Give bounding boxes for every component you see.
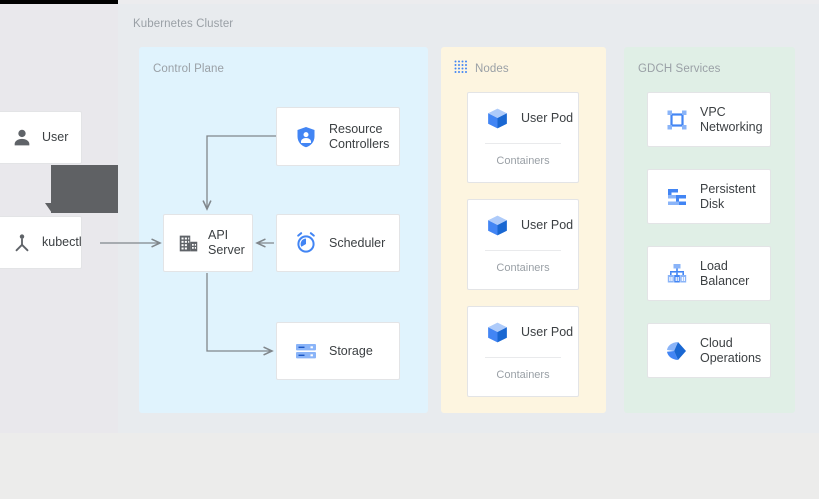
node-user-pod-1-label: User Pod [521, 111, 574, 125]
node-api-server-label: API Server [208, 228, 245, 257]
node-user-label: User [42, 130, 69, 144]
panel-gdch-services-label: GDCH Services [638, 63, 721, 75]
divider [485, 250, 561, 251]
cube-icon [485, 106, 510, 131]
node-user-pod-3[interactable]: User Pod Containers [467, 306, 579, 397]
node-persistent-disk-label: Persistent Disk [700, 181, 756, 211]
node-cloud-operations-label: Cloud Operations [700, 335, 762, 365]
persistent-disk-icon [665, 185, 689, 209]
divider [485, 143, 561, 144]
node-user-pod-2-sublabel: Containers [496, 262, 550, 274]
storage-disks-icon [294, 339, 318, 363]
node-user-pod-3-label: User Pod [521, 325, 574, 339]
load-balancer-icon [665, 262, 689, 286]
node-load-balancer[interactable]: Load Balancer [647, 246, 771, 301]
node-storage-label: Storage [329, 343, 373, 358]
dot-grid-icon [453, 59, 469, 75]
node-resource-controllers-label: Resource Controllers [329, 121, 390, 151]
alarm-clock-icon [294, 231, 318, 255]
bottom-strip [0, 433, 819, 499]
node-scheduler-label: Scheduler [329, 235, 386, 250]
tooltip-overlay [51, 165, 118, 213]
node-cloud-operations[interactable]: Cloud Operations [647, 323, 771, 378]
panel-nodes-label: Nodes [475, 63, 509, 75]
kubectl-icon [11, 232, 33, 254]
page-title: Kubernetes Cluster [133, 18, 234, 30]
node-user-pod-2[interactable]: User Pod Containers [467, 199, 579, 290]
vpc-network-icon [665, 108, 689, 132]
divider [485, 357, 561, 358]
node-scheduler[interactable]: Scheduler [276, 214, 400, 272]
user-icon [11, 127, 33, 149]
node-vpc-networking-label: VPC Networking [700, 104, 763, 134]
node-user[interactable]: User [0, 111, 82, 164]
shield-person-icon [294, 125, 318, 149]
node-user-pod-1-sublabel: Containers [496, 155, 550, 167]
panel-control-plane-label: Control Plane [153, 63, 224, 75]
node-kubectl[interactable]: kubectl [0, 216, 82, 269]
node-kubectl-label: kubectl [42, 235, 82, 249]
cube-icon [485, 213, 510, 238]
cloud-operations-icon [665, 339, 689, 363]
node-vpc-networking[interactable]: VPC Networking [647, 92, 771, 147]
node-user-pod-1[interactable]: User Pod Containers [467, 92, 579, 183]
top-black-bar [0, 0, 118, 4]
cube-icon [485, 320, 510, 345]
tooltip-overlay-pointer [45, 203, 52, 213]
node-user-pod-3-sublabel: Containers [496, 369, 550, 381]
node-api-server[interactable]: API Server [163, 214, 253, 272]
node-resource-controllers[interactable]: Resource Controllers [276, 107, 400, 166]
node-load-balancer-label: Load Balancer [700, 258, 750, 288]
building-icon [178, 233, 199, 254]
node-persistent-disk[interactable]: Persistent Disk [647, 169, 771, 224]
node-user-pod-2-label: User Pod [521, 218, 574, 232]
node-storage[interactable]: Storage [276, 322, 400, 380]
